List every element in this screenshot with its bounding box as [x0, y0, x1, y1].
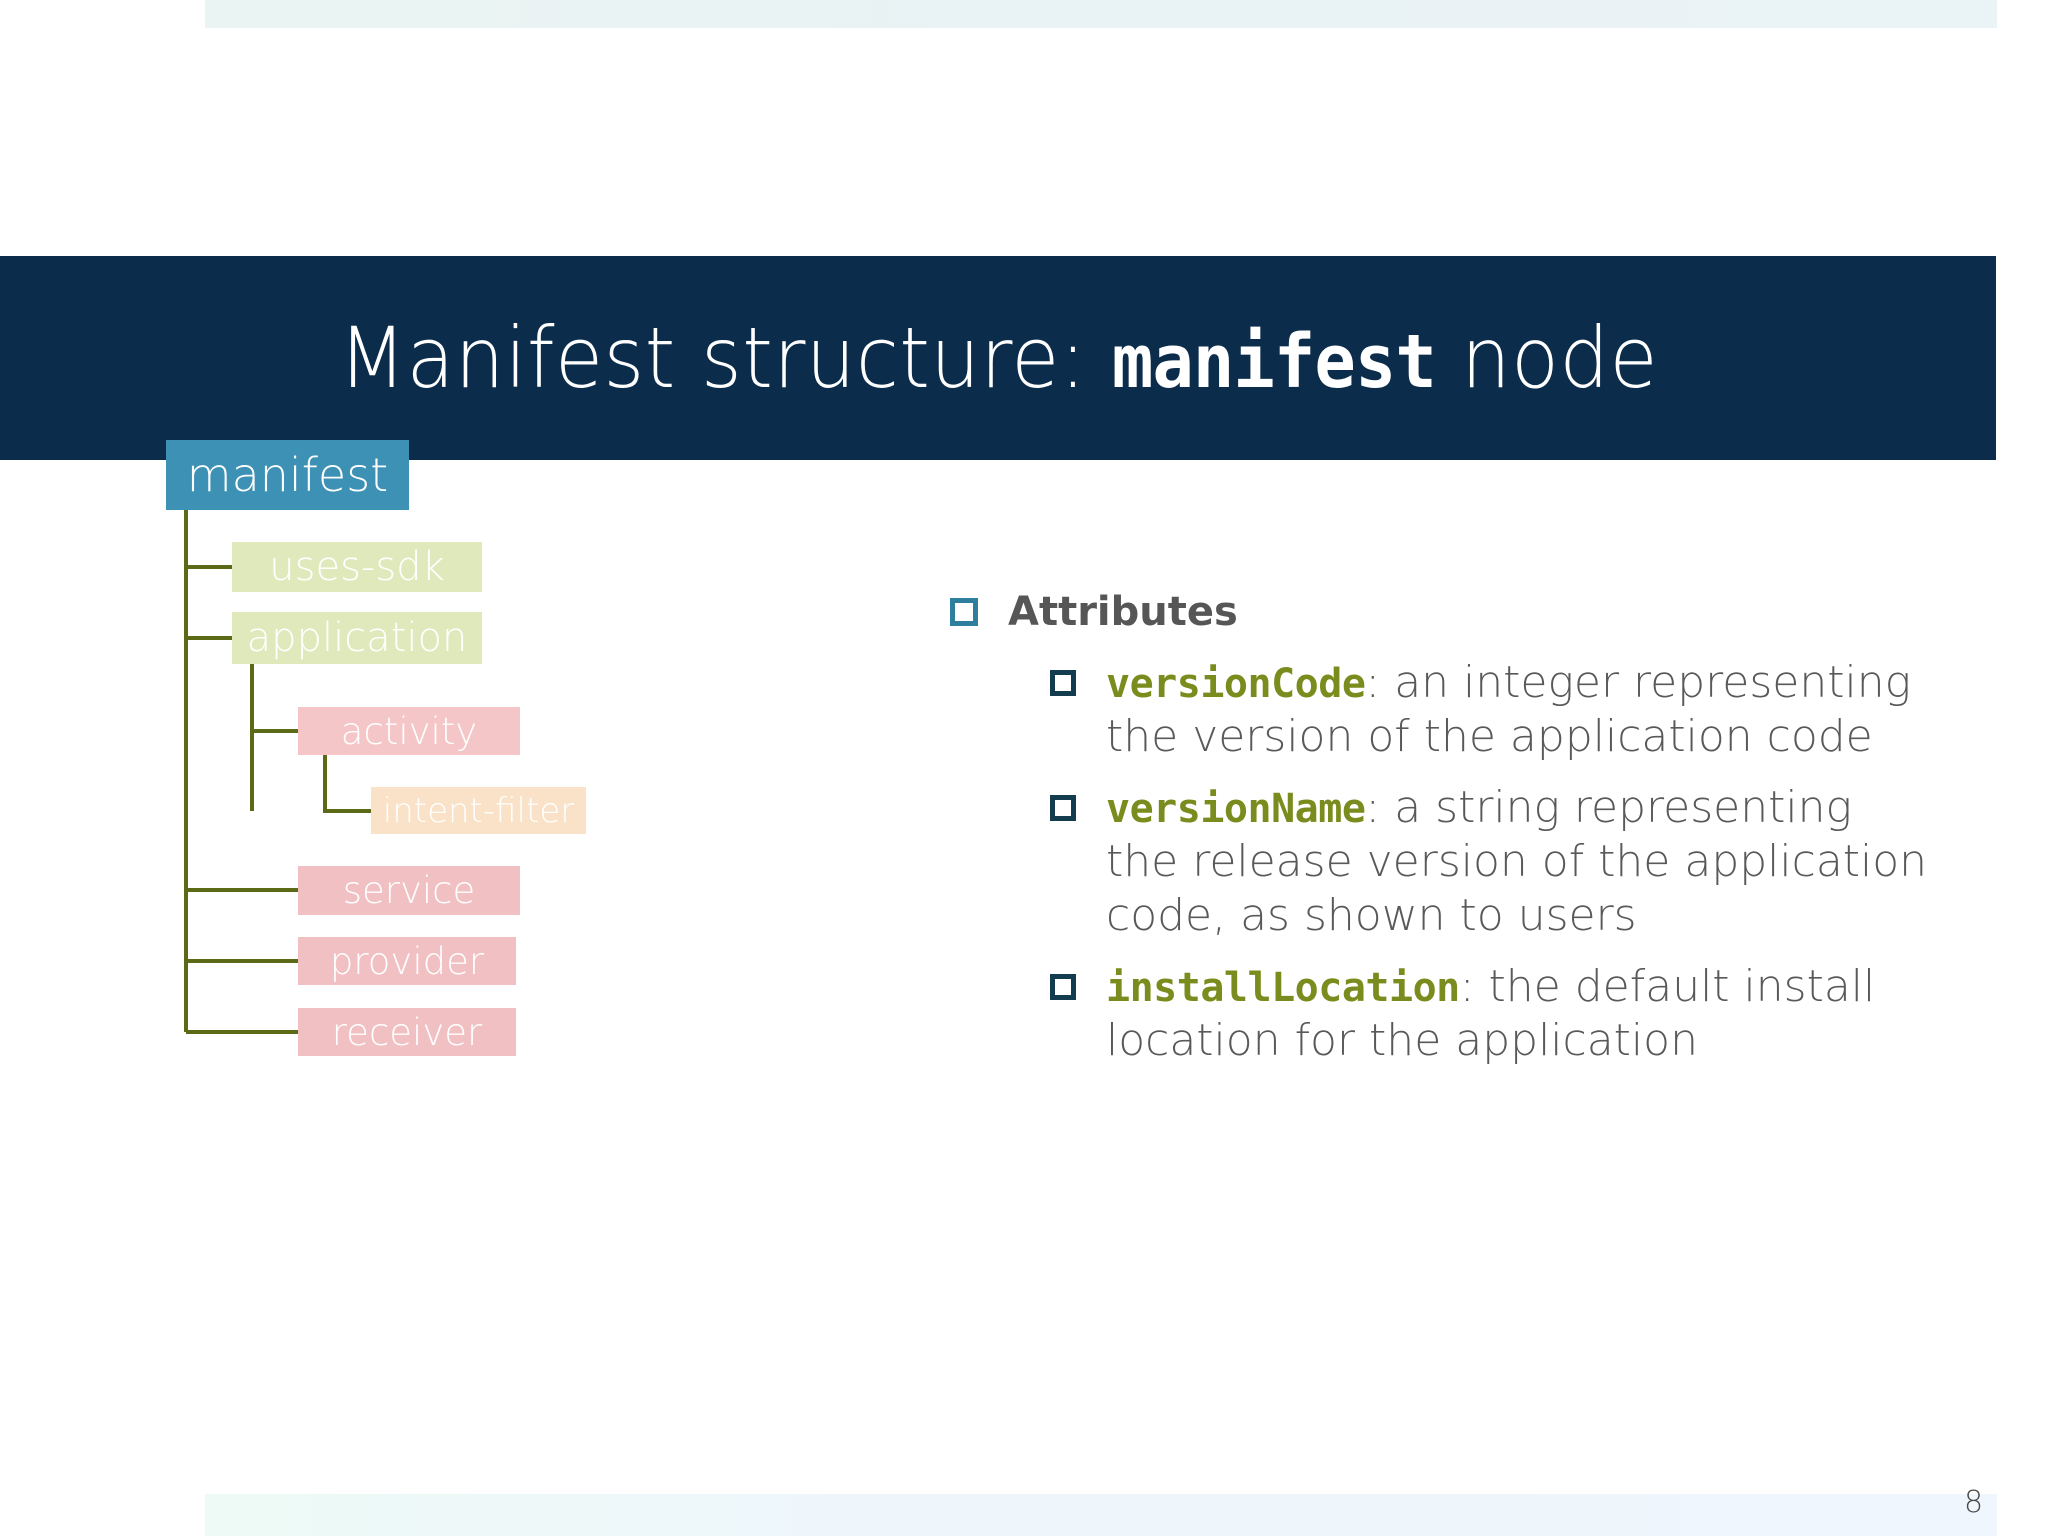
- page-title: Manifest structure: manifest node: [338, 316, 1657, 400]
- attributes-list: versionCode: an integer representing the…: [1050, 656, 2010, 1068]
- attribute-text: versionName: a string representing the r…: [1106, 781, 1936, 942]
- tree-node-application[interactable]: application: [232, 612, 482, 664]
- square-bullet-icon: [1050, 670, 1076, 696]
- square-bullet-icon: [950, 598, 978, 626]
- attribute-description: : an integer representing the version of…: [1106, 657, 1912, 762]
- page-number: 8: [1964, 1485, 1984, 1520]
- tree-connector-lines: [184, 510, 371, 1034]
- attribute-description: : the default install location for the a…: [1106, 961, 1876, 1067]
- attribute-description: : a string representing the release vers…: [1106, 782, 1928, 941]
- attribute-name: versionName: [1106, 786, 1366, 833]
- slide-title-bar: Manifest structure: manifest node: [0, 256, 1996, 460]
- top-decorative-strip: [205, 0, 1997, 28]
- attribute-name: installLocation: [1106, 965, 1460, 1012]
- tree-node-service[interactable]: service: [298, 866, 520, 915]
- bullet-attributes: Attributes: [950, 590, 2010, 634]
- manifest-structure-tree: manifest uses-sdk application activity i…: [150, 420, 790, 1100]
- attribute-text: versionCode: an integer representing the…: [1106, 656, 1936, 763]
- tree-node-receiver[interactable]: receiver: [298, 1008, 516, 1056]
- title-suffix: node: [1435, 309, 1658, 407]
- list-item-version-code: versionCode: an integer representing the…: [1050, 656, 2010, 763]
- tree-node-provider[interactable]: provider: [298, 937, 516, 985]
- attribute-name: versionCode: [1106, 661, 1366, 707]
- title-code-token: manifest: [1111, 319, 1437, 405]
- bottom-decorative-strip: [205, 1494, 1997, 1536]
- title-prefix: Manifest structure:: [338, 309, 1112, 407]
- attribute-text: installLocation: the default install loc…: [1106, 960, 1936, 1067]
- tree-node-activity[interactable]: activity: [298, 707, 520, 755]
- tree-node-manifest[interactable]: manifest: [166, 440, 409, 510]
- attributes-content: Attributes versionCode: an integer repre…: [950, 590, 2010, 1086]
- tree-node-intent-filter[interactable]: intent-filter: [371, 787, 586, 834]
- list-item-version-name: versionName: a string representing the r…: [1050, 781, 2010, 942]
- tree-node-uses-sdk[interactable]: uses-sdk: [232, 542, 482, 592]
- square-bullet-icon: [1050, 795, 1076, 822]
- square-bullet-icon: [1050, 974, 1076, 1001]
- list-item-install-location: installLocation: the default install loc…: [1050, 960, 2010, 1067]
- attributes-heading: Attributes: [1008, 589, 1238, 635]
